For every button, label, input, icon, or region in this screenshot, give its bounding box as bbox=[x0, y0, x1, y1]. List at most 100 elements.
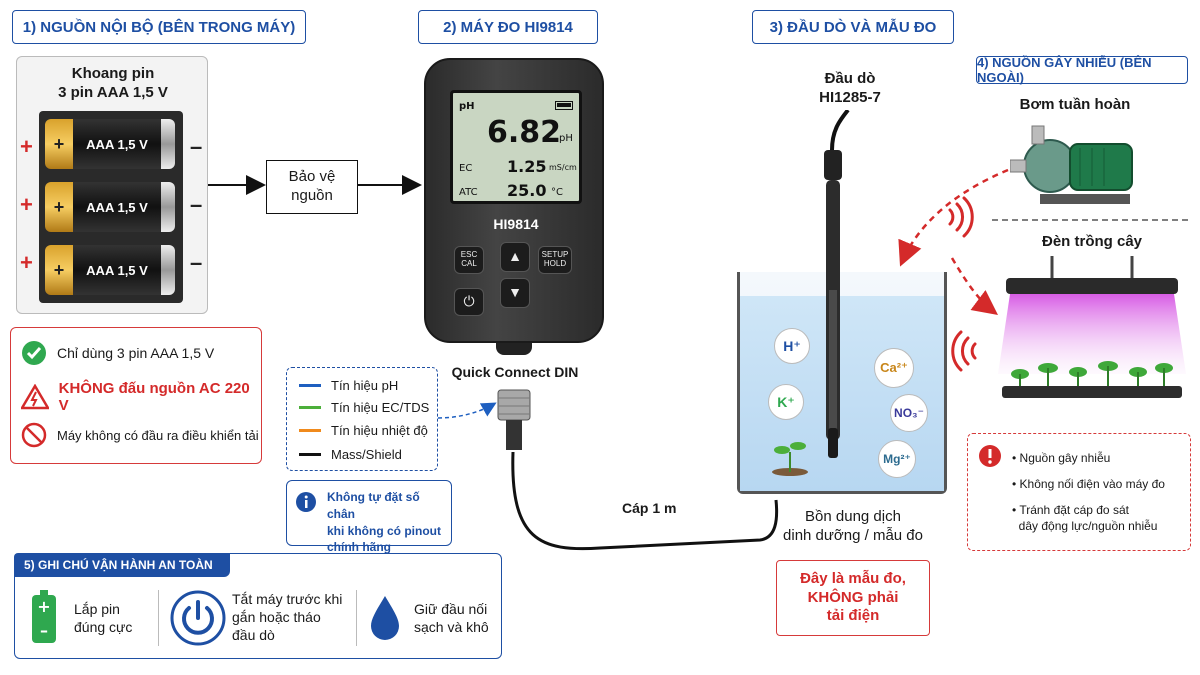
polarity-plus: + bbox=[20, 192, 33, 217]
battery-cap bbox=[161, 245, 175, 295]
noise-wave-icon bbox=[948, 196, 974, 238]
ion-ca: Ca²⁺ bbox=[874, 348, 914, 388]
meter-lcd-display: pH 6.82 pH EC 1.25 mS/cm ATC 25.0 °C bbox=[450, 90, 582, 204]
signal-label: Tín hiệu EC/TDS bbox=[331, 400, 430, 415]
up-arrow-button[interactable]: ▲ bbox=[500, 242, 530, 272]
lcd-atc-tag: ATC bbox=[459, 187, 478, 198]
battery-cell-label: AAA 1,5 V bbox=[73, 119, 161, 169]
power-protection-block: Bảo vệ nguồn bbox=[266, 160, 358, 214]
probe-cable bbox=[511, 451, 779, 551]
pinout-note-box: Không tự đặt số chân khi không có pinout… bbox=[286, 480, 452, 554]
info-icon bbox=[296, 492, 316, 512]
battery-level-icon bbox=[555, 101, 573, 110]
tip3-line1: Giữ đầu nối bbox=[414, 601, 488, 617]
lcd-ec-unit: mS/cm bbox=[549, 163, 577, 172]
signal-legend-panel: Tín hiệu pH Tín hiệu EC/TDS Tín hiệu nhi… bbox=[286, 367, 438, 471]
meter-din-socket bbox=[496, 343, 532, 355]
lcd-atc-unit: °C bbox=[551, 187, 563, 198]
safety-tip-polarity: Lắp pin đúng cực bbox=[74, 600, 132, 636]
battery-polarity-icon: + – bbox=[32, 590, 56, 643]
lcd-ph-tag: pH bbox=[459, 101, 475, 112]
sample-note-line3: tải điện bbox=[826, 607, 880, 625]
tip1-line2: đúng cực bbox=[74, 619, 133, 636]
hi9814-meter: pH 6.82 pH EC 1.25 mS/cm ATC 25.0 °C HI9… bbox=[424, 58, 604, 343]
lcd-ec-value: 1.25 bbox=[507, 157, 547, 176]
battery-cap bbox=[161, 182, 175, 232]
lcd-ph-unit: pH bbox=[559, 133, 573, 144]
tank-label-line1: Bồn dung dịch bbox=[805, 508, 901, 525]
power-icon: ⏻ bbox=[463, 293, 475, 310]
noise-warning-box: • Nguồn gây nhiễu • Không nối điện vào m… bbox=[967, 433, 1191, 551]
section-title-internal-power: 1) NGUỒN NỘI BỘ (BÊN TRONG MÁY) bbox=[12, 10, 306, 44]
protection-label-line1: Bảo vệ bbox=[288, 168, 336, 186]
triangle-up-icon: ▲ bbox=[508, 248, 522, 265]
esc-label: ESC bbox=[460, 250, 478, 260]
high-voltage-icon bbox=[21, 384, 49, 410]
triangle-down-icon: ▼ bbox=[508, 284, 522, 301]
signal-row: Tín hiệu pH bbox=[299, 378, 398, 393]
noise-bullet-text: Tránh đặt cáp đo sát bbox=[1019, 503, 1129, 517]
section-title-probe-sample: 3) ĐẦU DÒ VÀ MẪU ĐO bbox=[752, 10, 954, 44]
tip2-line2: gắn hoặc tháo bbox=[232, 609, 321, 626]
battery-cell: + AAA 1,5 V bbox=[45, 245, 175, 295]
water-drop-icon bbox=[371, 596, 399, 640]
pinout-note-line2: khi không có pinout bbox=[327, 523, 441, 538]
ion-no3: NO₃⁻ bbox=[890, 394, 928, 432]
battery-tray: + AAA 1,5 V + AAA 1,5 V + AAA 1,5 V bbox=[39, 111, 183, 303]
power-warnings-box: Chỉ dùng 3 pin AAA 1,5 V KHÔNG đấu nguồn… bbox=[10, 327, 262, 464]
tip2-line1: Tắt máy trước khi bbox=[232, 591, 343, 607]
power-off-icon bbox=[170, 590, 226, 646]
polarity-plus: + bbox=[20, 250, 33, 275]
din-connector-plug bbox=[497, 389, 531, 450]
signal-line-swatch bbox=[299, 453, 321, 456]
svg-text:+: + bbox=[37, 597, 50, 616]
noise-bullet-text: Không nối điện vào máy đo bbox=[1019, 477, 1165, 491]
noise-wave-icon bbox=[951, 330, 977, 372]
hold-label: HOLD bbox=[543, 259, 567, 268]
lcd-ph-value: 6.82 bbox=[487, 115, 562, 150]
signal-line-swatch bbox=[299, 429, 321, 432]
noise-bullet-text: dây động lực/nguồn nhiễu bbox=[1018, 519, 1158, 534]
battery-cell: + AAA 1,5 V bbox=[45, 182, 175, 232]
sample-note-line2: KHÔNG phải bbox=[807, 588, 899, 606]
ion-k: K⁺ bbox=[768, 384, 804, 420]
battery-title: Khoang pin bbox=[71, 65, 155, 82]
cal-label: CAL bbox=[461, 259, 477, 268]
lamp-label: Đèn trồng cây bbox=[1041, 233, 1143, 250]
battery-plus-end: + bbox=[45, 182, 73, 232]
warning-danger-text: KHÔNG đấu nguồn AC 220 V bbox=[58, 380, 250, 414]
signal-line-swatch bbox=[299, 384, 321, 387]
power-button[interactable]: ⏻ bbox=[454, 288, 484, 316]
down-arrow-button[interactable]: ▼ bbox=[500, 278, 530, 308]
protection-label-line2: nguồn bbox=[291, 187, 333, 204]
lcd-atc-value: 25.0 bbox=[507, 181, 547, 200]
warning-row-danger: KHÔNG đấu nguồn AC 220 V bbox=[21, 380, 261, 414]
tip1-line1: Lắp pin bbox=[74, 601, 120, 617]
warning-no-output-text: Máy không có đầu ra điều khiển tải bbox=[57, 427, 259, 443]
polarity-minus: – bbox=[190, 192, 203, 217]
warning-row-no-output: Máy không có đầu ra điều khiển tải bbox=[21, 422, 259, 448]
polarity-plus: + bbox=[20, 134, 33, 159]
check-circle-icon bbox=[22, 341, 46, 365]
polarity-minus: – bbox=[190, 250, 203, 275]
section-title-noise-sources: 4) NGUỒN GÂY NHIỄU (BÊN NGOÀI) bbox=[976, 55, 1188, 85]
connector-label: Quick Connect DIN bbox=[451, 364, 579, 380]
battery-cell-label: AAA 1,5 V bbox=[73, 245, 161, 295]
battery-cap bbox=[161, 119, 175, 169]
noise-bullet: • Nguồn gây nhiễu bbox=[1012, 451, 1111, 465]
circulation-pump-icon bbox=[1010, 125, 1133, 204]
tip3-line2: sạch và khô bbox=[414, 619, 489, 636]
noise-bullet: • Không nối điện vào máy đo bbox=[1012, 477, 1165, 491]
pinout-note-line1: Không tự đặt số chân bbox=[327, 490, 420, 521]
nutrient-tank: H⁺ K⁺ Ca²⁺ NO₃⁻ Mg²⁺ bbox=[737, 272, 947, 494]
noise-bullet-text: Nguồn gây nhiễu bbox=[1019, 451, 1111, 465]
tank-label-line2: dinh dưỡng / mẫu đo bbox=[783, 526, 923, 544]
noise-bullet: • Tránh đặt cáp đo sát dây động lực/nguồ… bbox=[1012, 503, 1158, 534]
arrow-pump-interference bbox=[898, 168, 1009, 267]
probe-label-line1: Đầu dò bbox=[824, 70, 876, 87]
safety-divider bbox=[356, 590, 357, 646]
tank-label: Bồn dung dịch dinh dưỡng / mẫu đo bbox=[768, 508, 938, 546]
